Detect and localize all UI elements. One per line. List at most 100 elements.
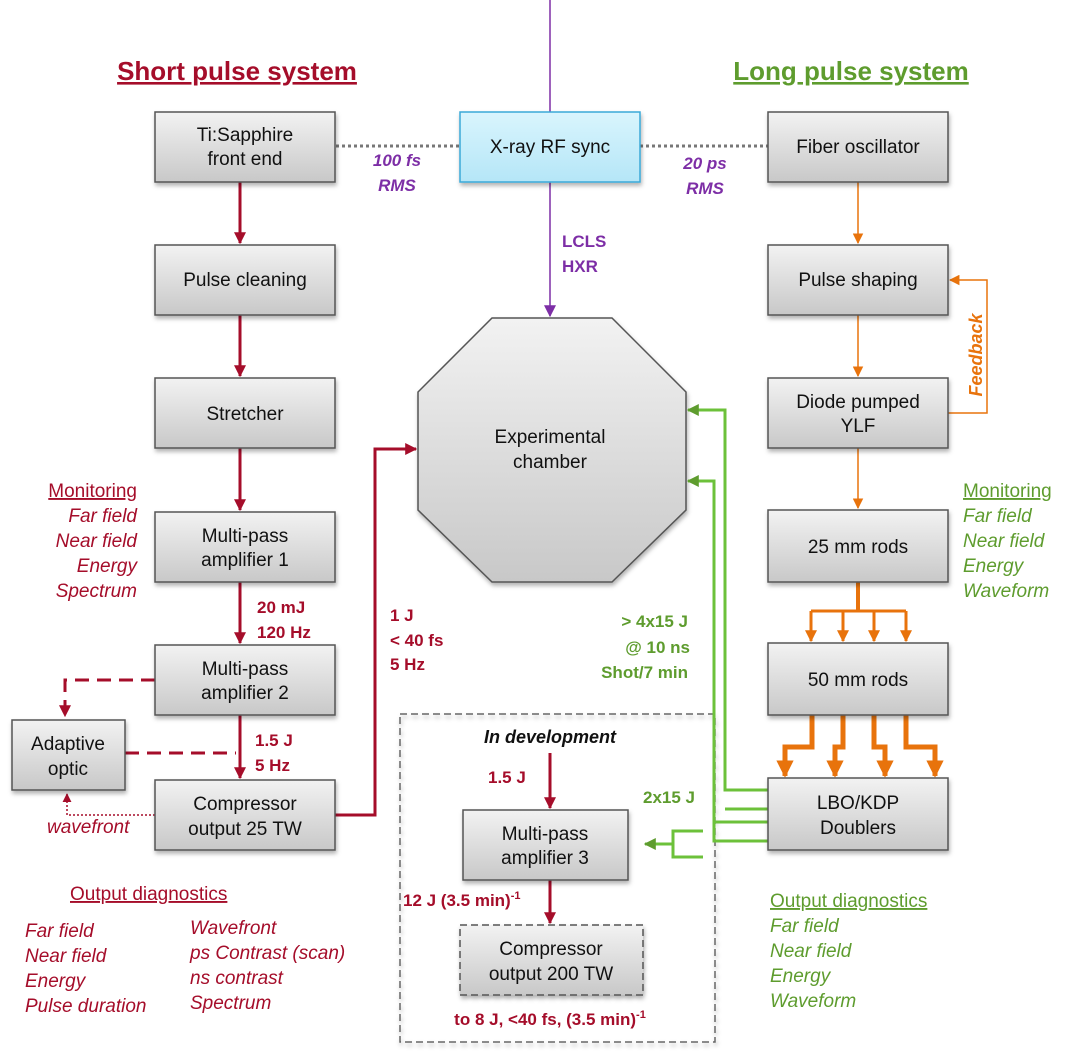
monitoring-item: Energy (77, 556, 139, 577)
mpa3-label: Multi-pass (502, 824, 589, 845)
short-pulse-beam (59, 182, 418, 817)
monitoring-item: Spectrum (56, 581, 137, 602)
long-pulse-beam (776, 182, 988, 778)
short-output-duration: < 40 fs (390, 631, 443, 650)
pulse-cleaning-box: Pulse cleaning (154, 244, 336, 316)
diagnostics-title: Output diagnostics (70, 884, 227, 905)
pulse-shaping-label: Pulse shaping (798, 270, 917, 291)
wavefront-label: wavefront (47, 817, 130, 838)
adaptive-optic-box: Adaptive optic (11, 719, 126, 791)
compressor-25tw-label: Compressor (193, 794, 297, 815)
compressor-200tw-label: Compressor (499, 939, 603, 960)
short-pulse-title: Short pulse system (117, 56, 357, 86)
ti-sapphire-box: Ti:Sapphire front end (154, 111, 336, 183)
rods-50mm-label: 50 mm rods (808, 670, 908, 691)
long-output-duration: @ 10 ns (625, 638, 690, 657)
diagnostics-item: Far field (770, 916, 840, 937)
diagnostics-item: ps Contrast (scan) (189, 943, 345, 964)
svg-text:12 J (3.5 min)-1: 12 J (3.5 min)-1 (403, 890, 521, 910)
long-output-rate: Shot/7 min (601, 663, 688, 682)
compressor-25tw-label-2: output 25 TW (188, 819, 302, 840)
monitoring-item: Far field (68, 506, 138, 527)
long-pulse-title: Long pulse system (733, 56, 969, 86)
mpa1-energy: 20 mJ (257, 598, 305, 617)
compressor-25tw-box: Compressor output 25 TW (154, 779, 336, 851)
in-development-frame (399, 713, 716, 1043)
in-development-title: In development (484, 727, 617, 747)
chamber-label-1: Experimental (495, 427, 606, 448)
ylf-label-2: YLF (841, 416, 876, 437)
long-monitoring: Monitoring Far field Near field Energy W… (963, 481, 1052, 602)
stretcher-box: Stretcher (154, 377, 336, 449)
sync-jitter-long: 20 ps (682, 154, 726, 173)
lbo-kdp-box: LBO/KDP Doublers (767, 777, 949, 851)
mpa2-box: Multi-pass amplifier 2 (154, 644, 336, 716)
hxr-label: HXR (562, 257, 598, 276)
long-output-energy: > 4x15 J (621, 612, 688, 631)
svg-text:to 8 J, <40 fs, (3.5 min)-1: to 8 J, <40 fs, (3.5 min)-1 (454, 1009, 646, 1029)
mpa3-box: Multi-pass amplifier 3 (462, 809, 629, 881)
rods-25mm-label: 25 mm rods (808, 537, 908, 558)
mpa3-label-2: amplifier 3 (501, 848, 589, 869)
mpa3-pump-energy: 2x15 J (643, 788, 695, 807)
pulse-cleaning-label: Pulse cleaning (183, 270, 307, 291)
experimental-chamber (417, 317, 687, 583)
monitoring-title: Monitoring (48, 481, 137, 502)
mpa1-rate: 120 Hz (257, 623, 311, 642)
monitoring-item: Near field (56, 531, 139, 552)
short-output-rate: 5 Hz (390, 655, 425, 674)
xray-rf-sync-label: X-ray RF sync (490, 137, 610, 158)
mpa1-label-2: amplifier 1 (201, 550, 289, 571)
mpa1-box: Multi-pass amplifier 1 (154, 511, 336, 583)
sync-jitter-short-unit: RMS (378, 176, 416, 195)
short-monitoring: Monitoring Far field Near field Energy S… (48, 481, 138, 602)
diagnostics-item: Waveform (770, 991, 856, 1012)
mpa2-energy: 1.5 J (255, 731, 293, 750)
mpa3-input-energy: 1.5 J (488, 768, 526, 787)
fiber-oscillator-label: Fiber oscillator (796, 137, 920, 158)
dev-output: to 8 J, <40 fs, (3.5 min) (454, 1010, 636, 1029)
long-diagnostics: Output diagnostics Far field Near field … (770, 891, 927, 1012)
sync-jitter-long-unit: RMS (686, 179, 724, 198)
lcls-label: LCLS (562, 232, 606, 251)
monitoring-title: Monitoring (963, 481, 1052, 502)
chamber-label-2: chamber (513, 452, 588, 473)
short-output-energy: 1 J (390, 606, 414, 625)
diagnostics-title: Output diagnostics (770, 891, 927, 912)
sync-lines (336, 0, 768, 318)
mpa3-output: 12 J (3.5 min) (403, 891, 511, 910)
lbo-kdp-label: LBO/KDP (817, 793, 899, 814)
stretcher-label: Stretcher (206, 404, 284, 425)
monitoring-item: Energy (963, 556, 1025, 577)
fiber-oscillator-box: Fiber oscillator (767, 111, 949, 183)
ylf-label: Diode pumped (796, 392, 920, 413)
adaptive-optic-label: Adaptive (31, 734, 105, 755)
ti-sapphire-label: Ti:Sapphire (197, 125, 293, 146)
diagnostics-item: Spectrum (190, 993, 271, 1014)
mpa3-output-exponent: -1 (511, 890, 521, 902)
short-diagnostics: Output diagnostics Far field Near field … (25, 884, 345, 1017)
mpa2-label: Multi-pass (202, 659, 289, 680)
diagnostics-item: Near field (25, 946, 108, 967)
rods-25mm-box: 25 mm rods (767, 509, 949, 583)
compressor-200tw-box: Compressor output 200 TW (459, 924, 644, 996)
lbo-kdp-label-2: Doublers (820, 818, 896, 839)
diagnostics-item: Far field (25, 921, 95, 942)
ti-sapphire-label-2: front end (208, 149, 283, 170)
ylf-box: Diode pumped YLF (767, 377, 949, 449)
diagnostics-item: Energy (770, 966, 832, 987)
diagnostics-item: Wavefront (190, 918, 277, 939)
mpa2-label-2: amplifier 2 (201, 683, 289, 704)
mpa2-rate: 5 Hz (255, 756, 290, 775)
diagnostics-item: Energy (25, 971, 87, 992)
mpa1-label: Multi-pass (202, 526, 289, 547)
monitoring-item: Far field (963, 506, 1033, 527)
compressor-200tw-label-2: output 200 TW (489, 964, 613, 985)
monitoring-item: Waveform (963, 581, 1049, 602)
feedback-label: Feedback (966, 312, 986, 396)
monitoring-item: Near field (963, 531, 1046, 552)
rods-50mm-box: 50 mm rods (767, 642, 949, 716)
doubler-output-beams (643, 404, 768, 859)
pulse-shaping-box: Pulse shaping (767, 244, 949, 316)
